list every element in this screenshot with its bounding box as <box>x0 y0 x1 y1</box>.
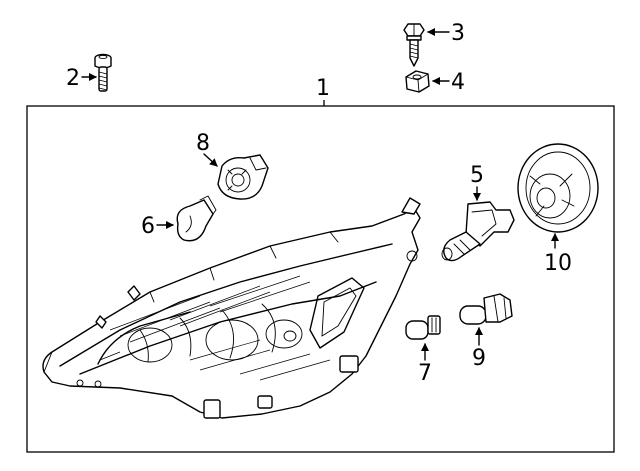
callout-label-5: 5 <box>470 163 484 188</box>
callout-6[interactable]: 6 <box>141 214 174 239</box>
callout-10[interactable]: 10 <box>544 233 572 276</box>
headlamp-housing[interactable] <box>42 197 421 419</box>
callout-label-3: 3 <box>451 21 465 46</box>
callout-9[interactable]: 9 <box>472 327 486 371</box>
dust-cover-part[interactable] <box>517 143 599 233</box>
callout-8[interactable]: 8 <box>196 131 218 167</box>
callout-label-4: 4 <box>451 70 465 95</box>
callout-label-2: 2 <box>66 66 80 91</box>
callout-1[interactable]: 1 <box>316 76 330 106</box>
callout-label-6: 6 <box>141 214 155 239</box>
turn-bulb-part[interactable] <box>176 195 217 242</box>
screw-part[interactable] <box>403 23 425 67</box>
callout-label-8: 8 <box>196 131 210 156</box>
headlamp-bulb-part[interactable] <box>441 201 515 262</box>
bolt-part[interactable] <box>94 53 112 92</box>
bulb-with-socket-part[interactable] <box>459 293 513 325</box>
bulb-socket-part[interactable] <box>217 154 269 200</box>
assembly-frame <box>26 105 615 453</box>
wedge-bulb-part[interactable] <box>405 315 441 340</box>
callout-3[interactable]: 3 <box>427 21 465 46</box>
callout-4[interactable]: 4 <box>432 70 465 95</box>
callout-2[interactable]: 2 <box>66 66 97 91</box>
callout-label-9: 9 <box>472 346 486 371</box>
callout-label-7: 7 <box>418 361 432 386</box>
callout-7[interactable]: 7 <box>418 343 432 386</box>
callout-label-10: 10 <box>544 251 572 276</box>
callout-5[interactable]: 5 <box>470 163 484 201</box>
nut-part[interactable] <box>405 70 430 93</box>
callout-label-1: 1 <box>316 76 330 101</box>
